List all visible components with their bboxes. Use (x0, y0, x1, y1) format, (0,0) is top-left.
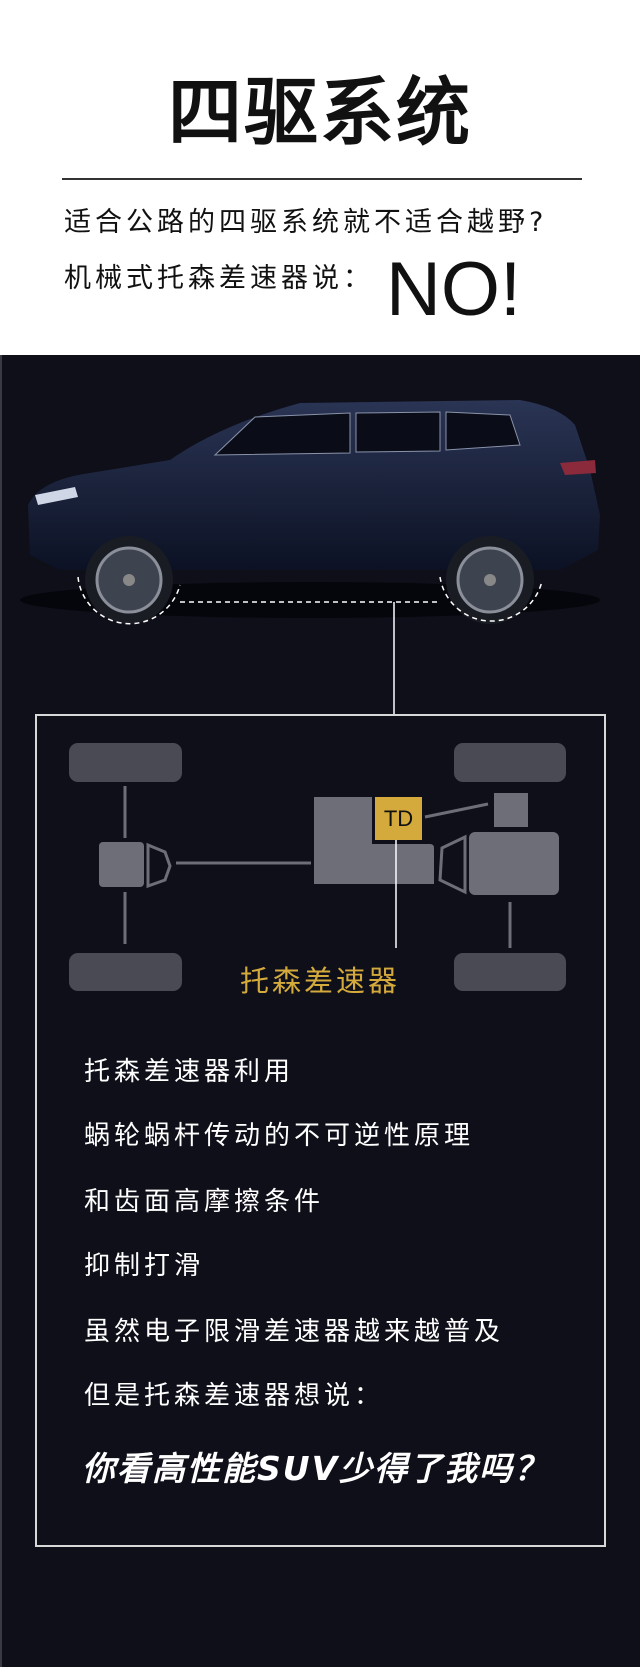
punchline: 你看高性能SUV少得了我吗？ (82, 1449, 550, 1488)
front-cone (438, 834, 467, 895)
torsen-label: 托森差速器 (240, 964, 401, 998)
engine-block (469, 832, 559, 895)
wheel-rear-right (454, 953, 566, 991)
answer-no: NO! (386, 247, 522, 332)
wheel-front-right (454, 743, 566, 782)
car-image (20, 400, 600, 714)
drivetrain-diagram (69, 743, 566, 991)
divider (62, 178, 582, 180)
front-wheel (85, 536, 173, 624)
gearbox (314, 797, 434, 884)
body-line: 和齿面高摩擦条件 (84, 1187, 325, 1217)
body-line: 但是托森差速器想说： (84, 1381, 385, 1411)
rear-differential (99, 842, 144, 887)
transfer-block (494, 793, 528, 827)
torsen-badge: TD (375, 797, 422, 840)
wheel-front-left (69, 743, 182, 782)
rear-diff-cone (146, 842, 172, 889)
wheel-rear-left (69, 953, 182, 991)
body-line: 托森差速器利用 (84, 1057, 295, 1087)
info-box (35, 714, 606, 1547)
body-line: 虽然电子限滑差速器越来越普及 (84, 1317, 505, 1347)
car-windows (213, 411, 521, 456)
dashed-highlight (77, 576, 543, 625)
body-line: 蜗轮蜗杆传动的不可逆性原理 (84, 1121, 475, 1151)
page-title: 四驱系统 (168, 70, 472, 156)
answer-prefix: 机械式托森差速器说： (64, 263, 374, 294)
question-text: 适合公路的四驱系统就不适合越野? (64, 207, 548, 238)
body-line: 抑制打滑 (84, 1251, 205, 1281)
rear-wheel (446, 536, 534, 624)
